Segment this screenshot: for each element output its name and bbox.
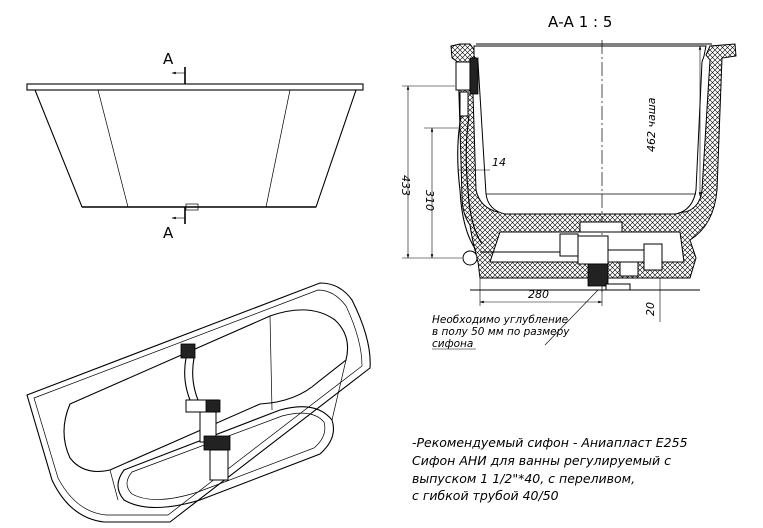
recommendation-line-4: с гибкой трубой 40/50 — [412, 488, 559, 503]
perspective-rim-inner-edge — [33, 289, 363, 516]
perspective-drain — [205, 399, 221, 413]
trap-outlet-elbow — [619, 261, 639, 277]
floor-note: Необходимо углубление в полу 50 мм по ра… — [432, 314, 570, 350]
floor-note-line-1: Необходимо углубление — [432, 314, 568, 326]
drain-flange — [579, 221, 623, 233]
recommendation-line-3: выпуском 1 1/2"*40, с переливом, — [412, 471, 635, 486]
section-title: А-А 1 : 5 — [548, 13, 612, 31]
dim-433-label: 433 — [399, 175, 412, 196]
dim-462-label: 462 чаша — [645, 97, 658, 152]
trap-nut-left — [559, 233, 579, 257]
floor-note-line-2: в полу 50 мм по размеру — [432, 326, 570, 338]
overflow-body — [455, 61, 471, 91]
perspective-flex-pipe — [192, 357, 199, 401]
perspective-view — [26, 282, 371, 523]
dim-20-label: 20 — [644, 302, 657, 316]
perspective-trap-nut — [203, 435, 231, 451]
recommendation-line-2: Сифон АНИ для ванны регулируемый с — [412, 453, 671, 468]
front-view-body — [34, 89, 357, 208]
perspective-bowl-upper — [63, 309, 349, 473]
dim-280-label: 280 — [528, 288, 549, 301]
floor-note-line-3: сифона — [432, 338, 473, 350]
section-mark-bottom: A — [163, 207, 186, 242]
front-view-edge-line — [97, 89, 129, 208]
perspective-flex-pipe — [184, 357, 191, 401]
perspective-siphon — [180, 343, 231, 481]
perspective-trap-outlet — [209, 449, 229, 481]
front-view-edge-line — [265, 89, 291, 208]
note-leader — [544, 289, 599, 346]
trap-body — [577, 235, 609, 265]
perspective-bowl-bottom — [117, 406, 335, 508]
recommendation-line-1: -Рекомендуемый сифон - Аниапласт Е255 — [412, 435, 688, 450]
trap-outlet-nut — [643, 243, 663, 271]
perspective-side-line — [331, 359, 347, 421]
flexible-pipe-outer — [457, 115, 477, 251]
overflow-cap — [469, 57, 479, 95]
perspective-overflow — [180, 343, 196, 359]
section-view: А-А 1 : 5 433 — [399, 13, 737, 346]
trap-outlet-pipe — [607, 249, 645, 263]
front-view: A A — [26, 50, 364, 242]
pipe-bend — [462, 250, 478, 266]
bathtub-shell-section — [450, 43, 737, 279]
section-mark-top-label: A — [163, 50, 174, 68]
front-view-rim — [26, 83, 364, 91]
bathtub-bowl-inner — [473, 45, 707, 215]
perspective-bowl-bottom-inner — [126, 412, 326, 500]
flexible-pipe-inner — [465, 115, 483, 245]
recommendation-block: -Рекомендуемый сифон - Аниапласт Е255 Си… — [412, 435, 688, 503]
perspective-outer-rim — [26, 282, 371, 523]
section-mark-top: A — [163, 50, 186, 84]
dim-310-label: 310 — [423, 190, 436, 211]
overflow-nut — [459, 91, 469, 117]
trap-bottom — [587, 263, 609, 287]
section-mark-bottom-label: A — [163, 224, 174, 242]
perspective-side-line — [109, 469, 119, 501]
front-view-drain-stub — [185, 203, 199, 211]
dim-14-label: 14 — [492, 156, 506, 169]
perspective-side-line — [269, 315, 273, 411]
trap-base — [605, 283, 631, 291]
